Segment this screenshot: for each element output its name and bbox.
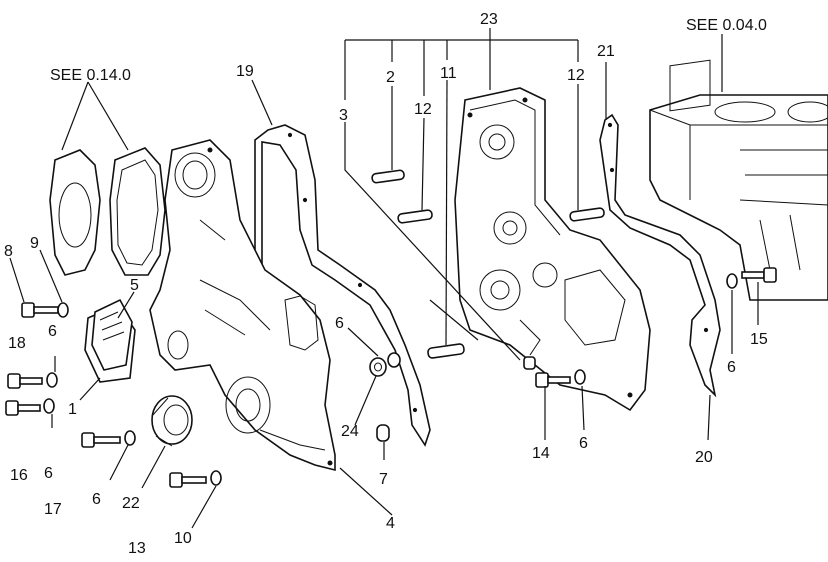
callout-14: 14 [532,445,550,462]
callout-3: 3 [339,107,348,124]
callout-4: 4 [386,515,395,532]
callout-6-e: 6 [579,435,588,452]
callout-5: 5 [130,277,139,294]
callout-24: 24 [341,423,359,440]
callout-15: 15 [750,331,768,348]
timing-cover [149,139,336,472]
nut-24 [369,357,387,377]
oil-seal [151,395,193,447]
callout-10: 10 [174,530,192,547]
ref-see-pump: SEE 0.14.0 [50,67,131,84]
callout-7: 7 [379,471,388,488]
callout-11: 11 [440,65,457,82]
callout-12-left: 12 [414,101,432,118]
callout-6-d: 6 [335,315,344,332]
ref-see-block: SEE 0.04.0 [686,17,767,34]
callout-18: 18 [8,335,26,352]
callout-19: 19 [236,63,254,80]
bolt-15 [741,267,777,283]
dowel-7 [376,424,390,442]
bolt-13 [169,472,207,488]
plug [523,356,536,370]
bolt-17 [81,432,121,448]
callout-13: 13 [128,540,146,557]
callout-6-a: 6 [48,323,57,340]
leader-lines [9,28,759,529]
callout-9: 9 [30,235,39,252]
callout-1: 1 [68,401,77,418]
callout-2: 2 [386,69,395,86]
callout-22: 22 [122,495,140,512]
callout-21: 21 [597,43,615,60]
callout-6-f: 6 [727,359,736,376]
bolt-14 [535,372,571,388]
callout-8: 8 [4,243,13,260]
engine-block [649,59,828,301]
callout-20: 20 [695,449,713,466]
bolt-16 [5,400,41,416]
dowel-pins [371,169,605,359]
timing-gear-housing-plate [454,87,651,412]
callout-6-c: 6 [92,491,101,508]
callout-12-right: 12 [567,67,585,84]
callout-16: 16 [10,467,28,484]
callout-17: 17 [44,501,62,518]
pump-cover-assembly [49,147,166,276]
bolt-8 [21,302,59,318]
plate-gasket [599,113,721,398]
cover-gasket [254,124,431,447]
bolt-18 [7,373,43,389]
callout-6-b: 6 [44,465,53,482]
washers [43,273,738,486]
callout-23: 23 [480,11,498,28]
small-cover-plate [84,298,136,383]
